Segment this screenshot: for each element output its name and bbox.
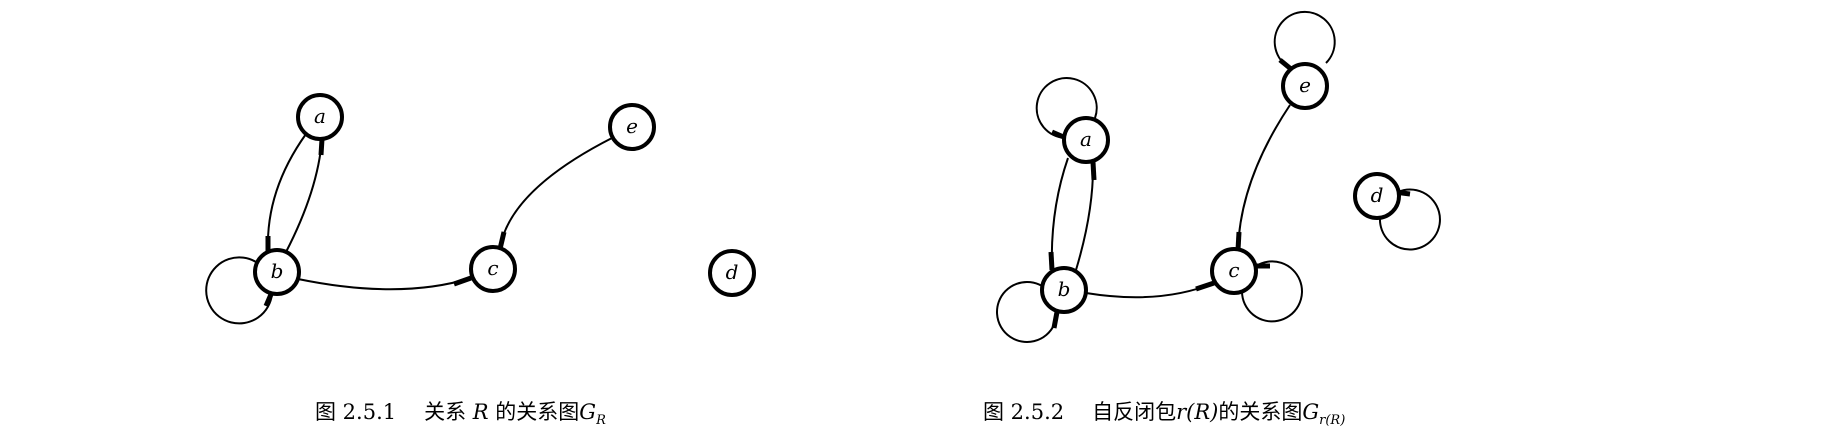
relation-symbol: r(R)	[1176, 400, 1219, 424]
caption-prefix: 自反闭包	[1092, 400, 1177, 424]
caption-prefix: 关系	[424, 400, 467, 424]
node-b: b	[253, 248, 301, 296]
node-b: b	[1040, 266, 1088, 314]
svg-text:b: b	[1058, 277, 1071, 301]
svg-text:e: e	[1299, 73, 1311, 97]
svg-text:d: d	[726, 260, 739, 284]
svg-text:c: c	[487, 256, 498, 280]
svg-text:e: e	[626, 114, 638, 138]
loop-a	[1035, 77, 1098, 139]
figure-number: 图 2.5.2	[983, 400, 1065, 424]
loop-e	[1273, 10, 1336, 69]
arrowhead-loop-b	[1051, 311, 1060, 329]
arrowhead-loop-e	[1278, 58, 1293, 71]
svg-text:d: d	[1371, 183, 1384, 207]
node-e: e	[608, 103, 656, 151]
arrowhead-c	[453, 275, 472, 287]
graph-symbol: G	[1302, 400, 1320, 424]
edge-a-to-b	[266, 133, 307, 251]
edge-e-to-c	[499, 137, 613, 249]
edge-e-to-c	[1237, 104, 1291, 251]
node-c: c	[469, 245, 517, 293]
edge-b-to-a	[1075, 161, 1095, 271]
edge-a-to-b	[1050, 157, 1069, 271]
graph-symbol: G	[579, 400, 597, 424]
svg-text:c: c	[1228, 258, 1239, 282]
svg-text:a: a	[314, 104, 326, 128]
arrowhead-c	[1195, 280, 1215, 292]
relation-symbol: R	[472, 400, 489, 424]
svg-text:a: a	[1080, 127, 1092, 151]
svg-text:b: b	[271, 259, 284, 283]
edge-b-to-c	[297, 277, 472, 291]
node-d: d	[708, 249, 756, 297]
arrowhead-b	[1048, 251, 1055, 271]
graph-subscript: r(R)	[1319, 413, 1346, 428]
loop-b	[205, 256, 273, 325]
edge-b-to-c	[1085, 282, 1215, 299]
node-e: e	[1281, 62, 1329, 110]
figure-number: 图 2.5.1	[315, 400, 397, 424]
loop-c	[1241, 260, 1303, 323]
loop-d	[1378, 188, 1441, 251]
caption-mid: 的关系图	[1218, 400, 1303, 424]
caption-mid: 的关系图	[495, 400, 580, 424]
arrowhead-a	[1090, 161, 1097, 181]
node-a: a	[1062, 116, 1110, 164]
loop-b	[996, 281, 1058, 343]
arrowhead-c2	[1235, 231, 1242, 251]
arrowhead-c2	[497, 231, 507, 250]
node-a: a	[296, 93, 344, 141]
graph-g-r-of-r: a b c d e	[996, 10, 1441, 343]
graph-g-r: a b c d e	[205, 93, 756, 325]
node-c: c	[1210, 247, 1258, 295]
node-d: d	[1353, 172, 1401, 220]
graph-subscript: R	[596, 413, 606, 428]
arrowhead-a	[318, 138, 325, 156]
